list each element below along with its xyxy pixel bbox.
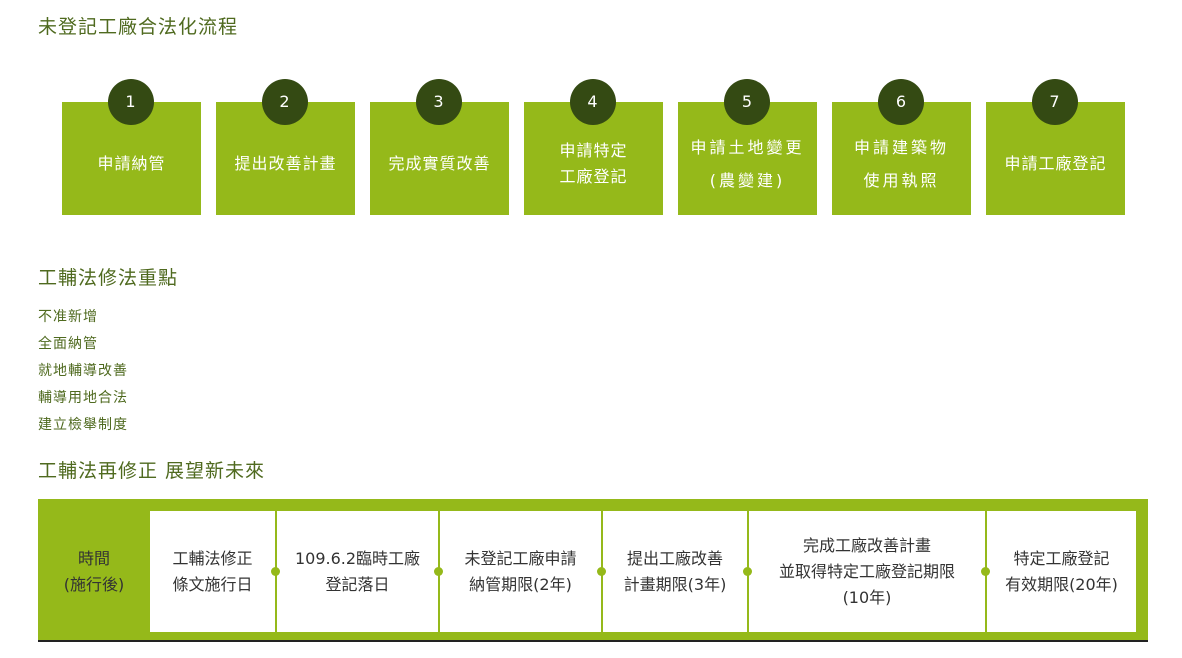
step-4: 4 申請特定 工廠登記 bbox=[524, 79, 663, 215]
section-heading-future: 工輔法再修正 展望新未來 bbox=[38, 460, 266, 482]
timeline-cell: 特定工廠登記 有效期限(20年) bbox=[987, 511, 1136, 632]
timeline-cell: 未登記工廠申請 納管期限(2年) bbox=[440, 511, 601, 632]
point-item: 就地輔導改善 bbox=[38, 363, 128, 379]
step-7: 7 申請工廠登記 bbox=[986, 79, 1125, 215]
timeline-dot bbox=[743, 567, 752, 576]
step-6: 6 申請建築物 使用執照 bbox=[832, 79, 971, 215]
step-label: 申請工廠登記 bbox=[1004, 153, 1107, 173]
section-heading-amendment-points: 工輔法修法重點 bbox=[38, 267, 179, 289]
step-number: 6 bbox=[878, 79, 924, 125]
step-number: 2 bbox=[262, 79, 308, 125]
step-2: 2 提出改善計畫 bbox=[216, 79, 355, 215]
step-label: 完成實質改善 bbox=[388, 153, 491, 173]
step-label: 申請建築物 使用執照 bbox=[853, 137, 949, 190]
point-item: 全面納管 bbox=[38, 336, 98, 352]
timeline-cell: 工輔法修正 條文施行日 bbox=[150, 511, 275, 632]
timeline-dot bbox=[434, 567, 443, 576]
page-title: 未登記工廠合法化流程 bbox=[38, 16, 239, 38]
timeline-dot bbox=[271, 567, 280, 576]
timeline-table: 時間 (施行後) 工輔法修正 條文施行日 109.6.2臨時工廠 登記落日 未登… bbox=[38, 499, 1148, 642]
step-3: 3 完成實質改善 bbox=[370, 79, 509, 215]
step-label: 申請土地變更 (農變建) bbox=[690, 137, 805, 190]
step-label: 提出改善計畫 bbox=[234, 153, 337, 173]
step-number: 1 bbox=[108, 79, 154, 125]
step-1: 1 申請納管 bbox=[62, 79, 201, 215]
point-item: 不准新增 bbox=[38, 309, 98, 325]
step-number: 3 bbox=[416, 79, 462, 125]
point-item: 建立檢舉制度 bbox=[38, 417, 128, 433]
timeline-header: 時間 (施行後) bbox=[63, 548, 125, 594]
step-label: 申請納管 bbox=[97, 153, 166, 173]
step-number: 4 bbox=[570, 79, 616, 125]
step-number: 5 bbox=[724, 79, 770, 125]
timeline-cell: 提出工廠改善 計畫期限(3年) bbox=[603, 511, 747, 632]
timeline-dot bbox=[981, 567, 990, 576]
step-5: 5 申請土地變更 (農變建) bbox=[678, 79, 817, 215]
step-label: 申請特定 工廠登記 bbox=[559, 140, 628, 186]
timeline-cell: 109.6.2臨時工廠 登記落日 bbox=[277, 511, 438, 632]
timeline-cell: 完成工廠改善計畫 並取得特定工廠登記期限 (10年) bbox=[749, 511, 985, 632]
point-item: 輔導用地合法 bbox=[38, 390, 128, 406]
step-number: 7 bbox=[1032, 79, 1078, 125]
timeline-dot bbox=[597, 567, 606, 576]
